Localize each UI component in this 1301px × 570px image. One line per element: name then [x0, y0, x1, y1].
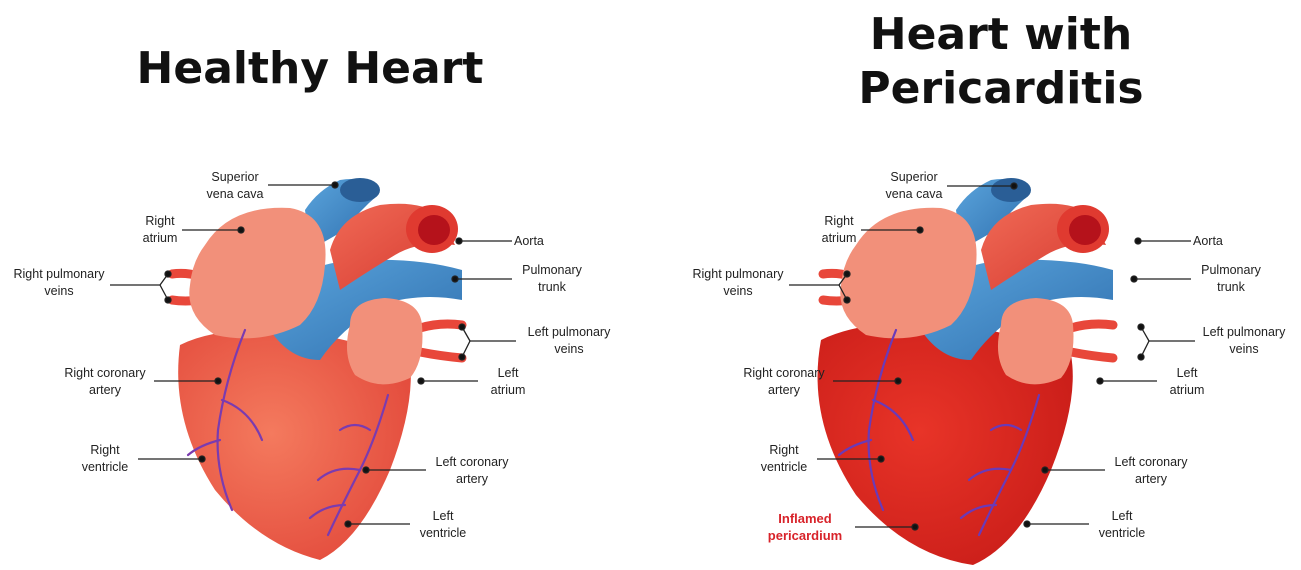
label-aorta: Aorta [1193, 233, 1243, 250]
healthy-heart-panel: Healthy Heart [0, 0, 650, 570]
label-aorta: Aorta [514, 233, 564, 250]
pericarditis-heart-panel: Heart with Pericarditis [651, 0, 1301, 570]
